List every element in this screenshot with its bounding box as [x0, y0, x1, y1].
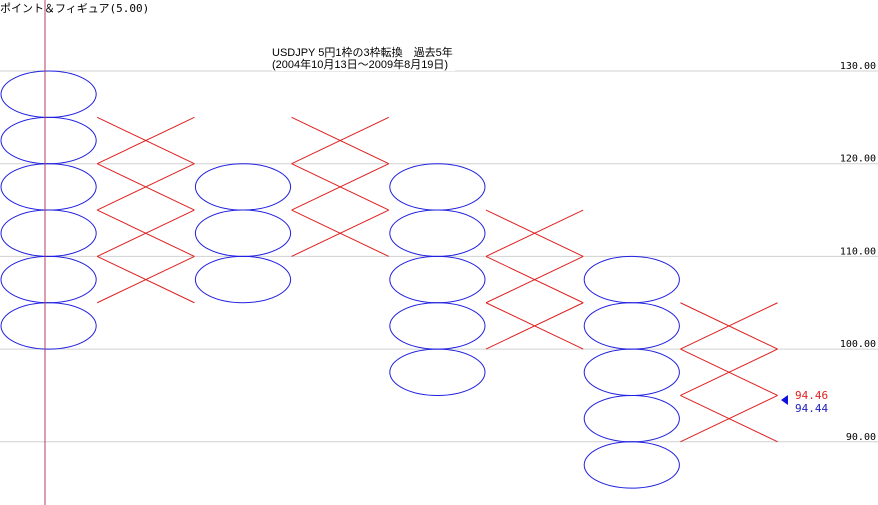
x-box	[485, 209, 584, 257]
o-box	[583, 394, 680, 443]
o-column	[194, 163, 292, 304]
x-column	[96, 116, 195, 304]
x-box	[485, 302, 584, 350]
x-box	[680, 348, 778, 396]
x-box	[291, 209, 390, 257]
o-box	[0, 209, 97, 257]
current-price-bid: 94.44	[795, 402, 828, 415]
o-box	[583, 348, 680, 396]
o-box	[0, 255, 97, 304]
x-box	[680, 302, 778, 350]
y-tick-label: 120.00	[840, 154, 876, 165]
o-box	[583, 441, 680, 489]
chart-header: ポイント＆フィギュア(5.00)	[0, 2, 150, 15]
x-box	[680, 394, 778, 443]
chart-title-line1: USDJPY 5円1枠の3枠転換 過去5年	[272, 47, 453, 59]
o-column	[583, 255, 680, 489]
o-box	[0, 302, 97, 350]
x-column	[680, 302, 778, 443]
x-box	[96, 255, 195, 304]
current-price-ask: 94.46	[795, 389, 828, 402]
y-tick-label: 90.00	[846, 432, 876, 443]
o-box	[0, 163, 97, 211]
o-box	[0, 70, 97, 118]
o-column	[0, 70, 97, 350]
x-box	[291, 116, 390, 165]
current-price-marker-icon	[781, 395, 788, 405]
o-column	[389, 163, 486, 396]
o-box	[389, 163, 486, 211]
o-box	[0, 116, 97, 165]
o-box	[389, 255, 486, 304]
x-box	[96, 163, 195, 211]
o-box	[583, 302, 680, 350]
chart-title: USDJPY 5円1枠の3枠転換 過去5年 (2004年10月13日～2009年…	[272, 47, 455, 71]
o-box	[194, 163, 292, 211]
x-column	[485, 209, 584, 350]
o-box	[194, 209, 292, 257]
x-box	[291, 163, 390, 211]
o-box	[389, 348, 486, 396]
o-box	[389, 302, 486, 350]
y-tick-label: 130.00	[840, 61, 876, 72]
x-column	[291, 116, 390, 257]
o-box	[389, 209, 486, 257]
x-box	[96, 116, 195, 165]
o-box	[194, 255, 292, 304]
chart-title-line2: (2004年10月13日～2009年8月19日)	[272, 59, 449, 71]
x-box	[485, 255, 584, 304]
y-tick-label: 100.00	[840, 339, 876, 350]
x-box	[96, 209, 195, 257]
o-box	[583, 255, 680, 304]
y-tick-label: 110.00	[840, 246, 876, 257]
